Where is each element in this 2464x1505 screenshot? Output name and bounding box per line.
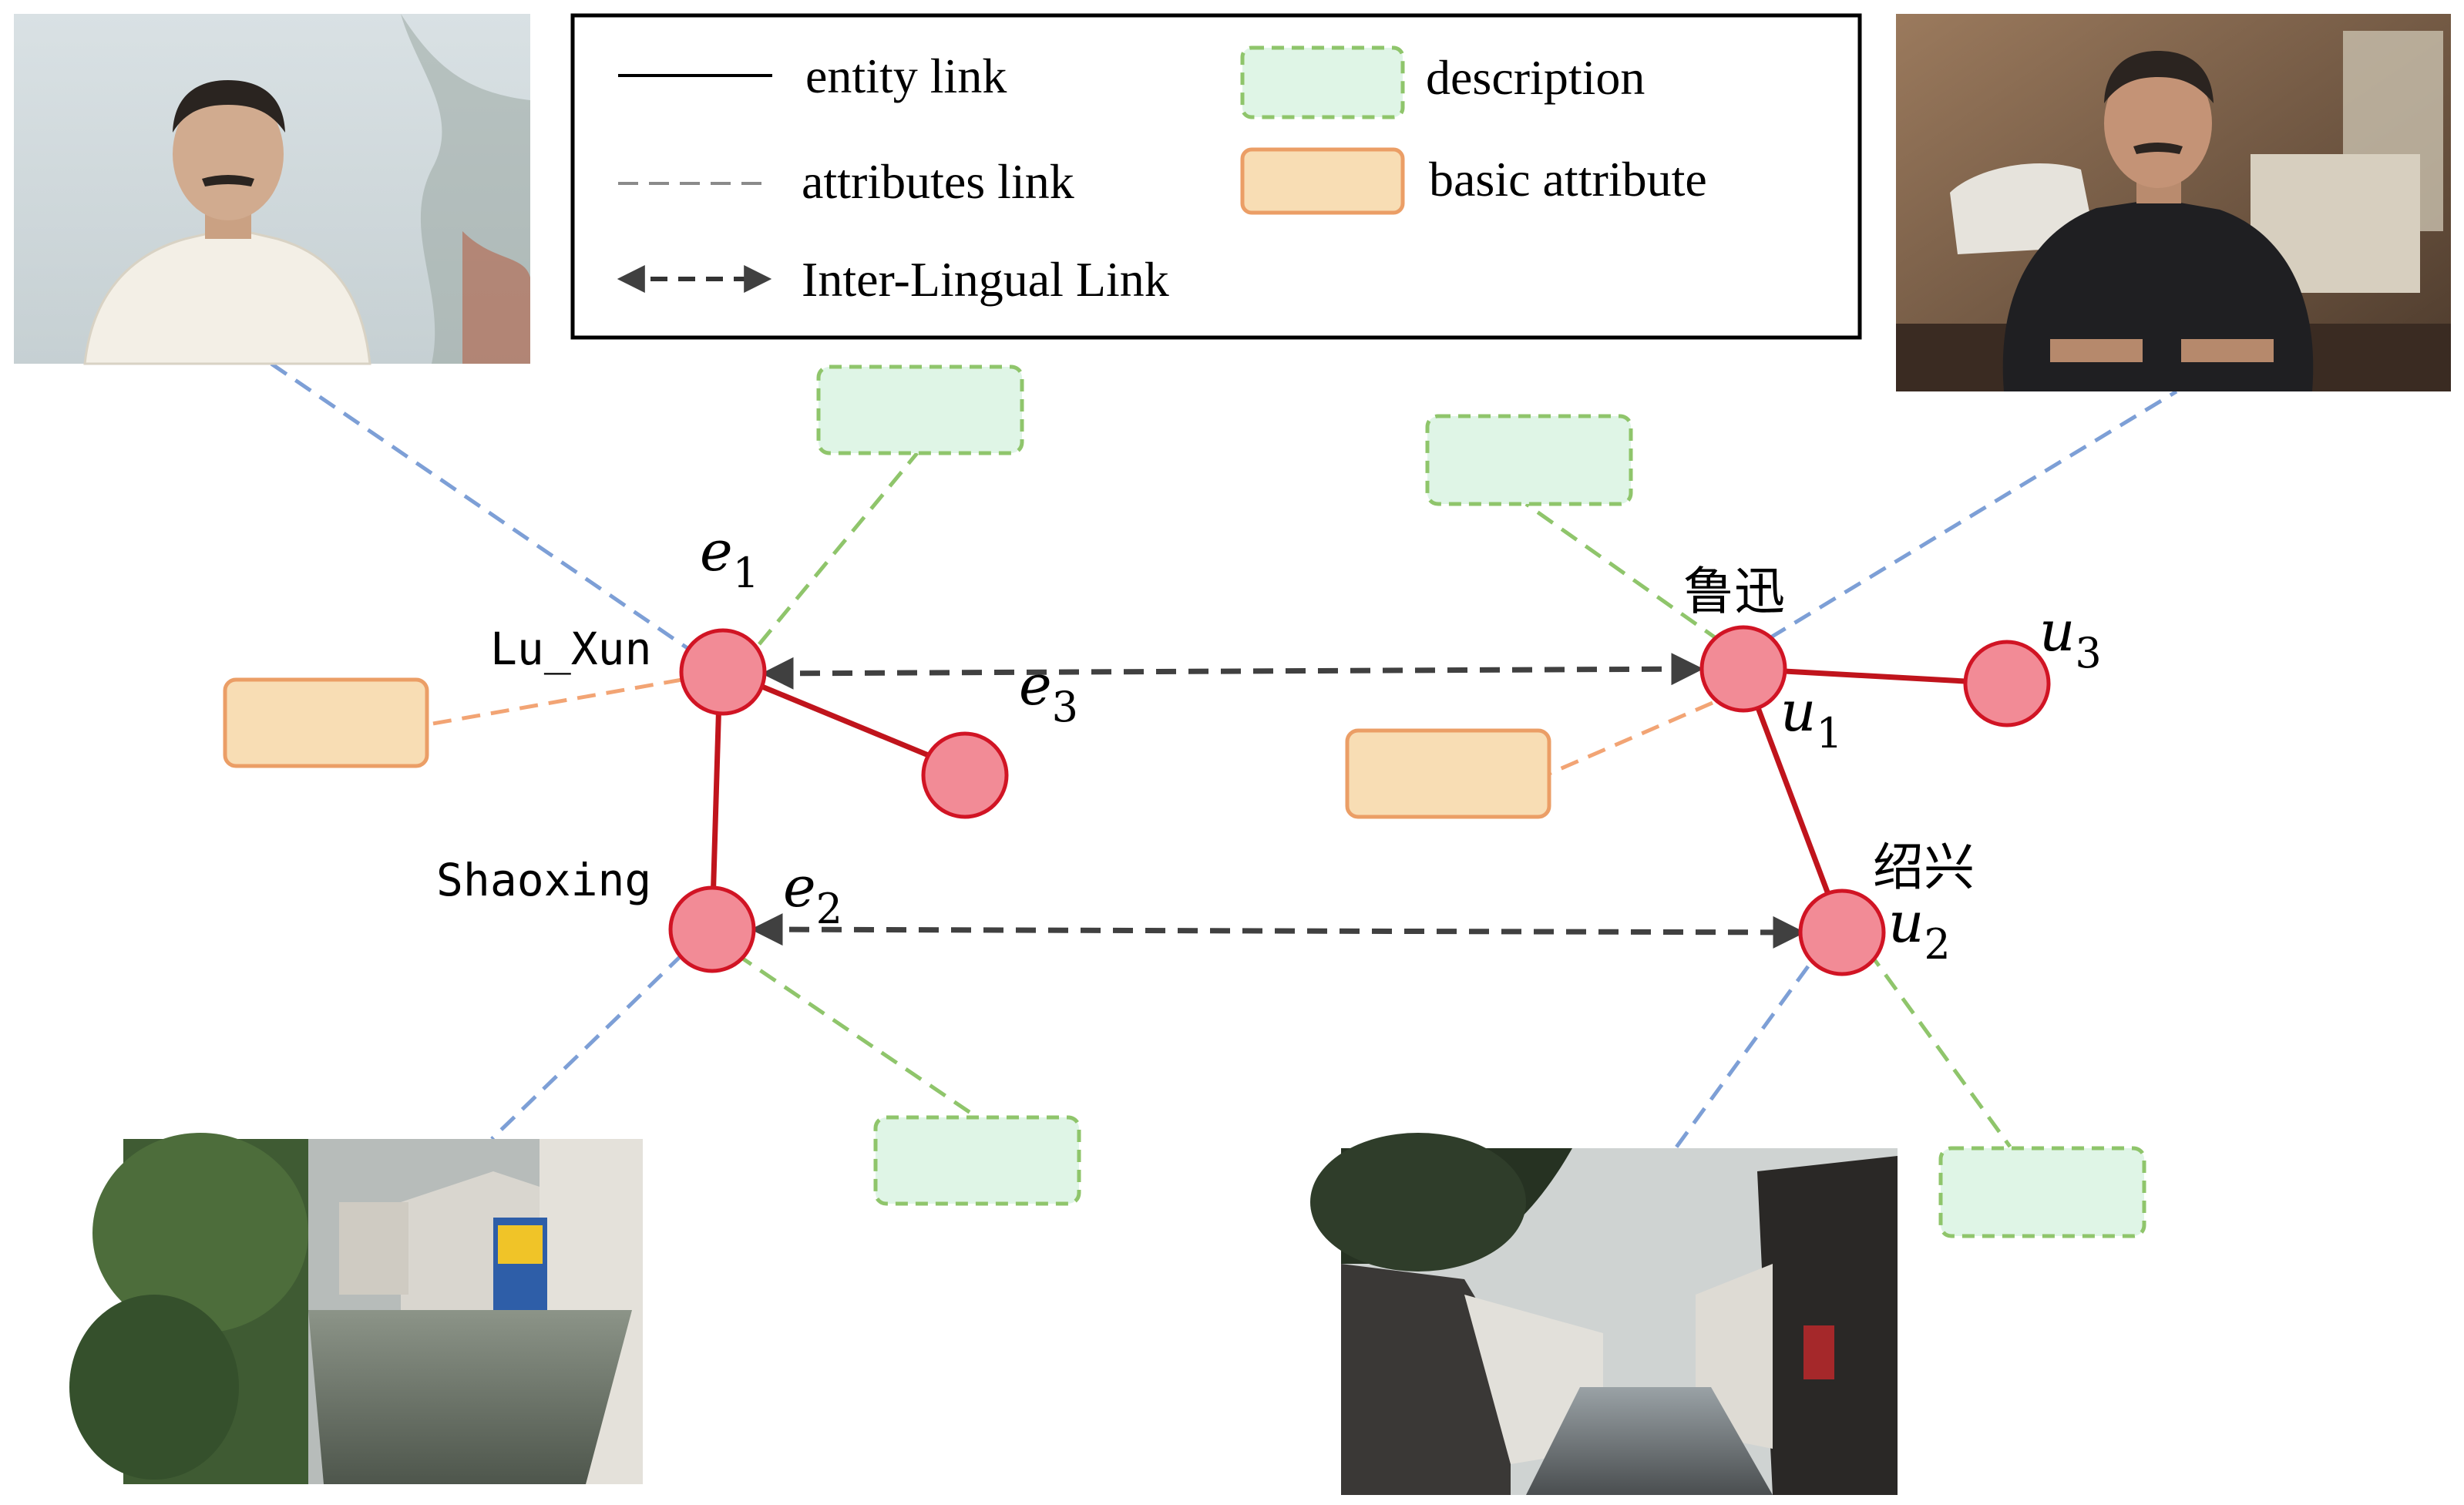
- description-links: [734, 452, 2012, 1148]
- attribute-boxes: [223, 677, 1551, 819]
- description-link-e1: [758, 452, 919, 646]
- legend-description-swatch: [1240, 45, 1405, 119]
- inter-lingual-link-e1-u1: [761, 653, 1704, 690]
- description-box-u1: [1425, 414, 1633, 506]
- image-link-e1: [270, 361, 699, 657]
- legend-basic-attribute-swatch: [1240, 147, 1405, 215]
- entity-link-u1-u2: [1740, 667, 1845, 932]
- attribute-link-u1: [1548, 700, 1713, 776]
- node-e1-symbol: e1: [700, 519, 759, 597]
- node-u1-symbol: u1: [1780, 679, 1843, 758]
- image-link-u2: [1673, 965, 1810, 1150]
- image-links: [270, 361, 2178, 1150]
- attribute-link-e1: [428, 677, 683, 727]
- entity-link-u1-u3: [1743, 666, 2008, 687]
- description-link-u2: [1866, 949, 2012, 1148]
- description-box-u2: [1938, 1146, 2146, 1238]
- inter-lingual-links: [750, 653, 1806, 949]
- node-e1: [679, 628, 767, 716]
- inter-lingual-link-e2-u2: [750, 913, 1806, 949]
- portrait-left-image: [14, 14, 530, 365]
- legend-description-label: description: [1426, 50, 1645, 105]
- node-e3-symbol: e3: [1019, 653, 1078, 731]
- attribute-box-u1: [1345, 728, 1551, 819]
- node-u1-name: 鲁迅: [1683, 562, 1785, 621]
- node-u3: [1963, 640, 2051, 727]
- node-u2-name: 绍兴: [1873, 838, 1975, 897]
- image-link-u1: [1768, 389, 2178, 640]
- description-box-e2: [873, 1115, 1081, 1206]
- legend-frame: [570, 13, 1862, 340]
- node-e2-symbol: e2: [783, 855, 842, 933]
- node-e2: [668, 885, 756, 973]
- entity-nodes: [668, 625, 2051, 976]
- node-u2: [1798, 889, 1886, 976]
- node-u2-symbol: u2: [1888, 890, 1951, 969]
- description-link-e2: [734, 952, 979, 1120]
- legend-attributes-link-label: attributes link: [802, 154, 1074, 209]
- legend-basic-attribute-label: basic attribute: [1429, 152, 1707, 207]
- legend-inter-lingual-link-label: Inter-Lingual Link: [802, 252, 1169, 307]
- attribute-box-e1: [223, 677, 429, 768]
- canal-right-image: [1310, 1133, 1898, 1495]
- legend: entity link attributes link Inter-Lingua…: [570, 13, 1862, 340]
- portrait-right-image: [1896, 14, 2451, 391]
- node-labels: e1 Lu_Xun e2 Shaoxing e3 u1 鲁迅 u2 绍兴 u3: [436, 519, 2102, 969]
- image-link-e2: [490, 952, 684, 1141]
- node-e3: [921, 731, 1009, 819]
- canal-left-image: [69, 1133, 643, 1484]
- legend-entity-link-label: entity link: [805, 49, 1007, 103]
- attribute-links: [428, 677, 1713, 776]
- description-link-u1: [1524, 502, 1722, 643]
- node-u1: [1699, 625, 1787, 713]
- description-boxes: [816, 364, 2146, 1238]
- node-u3-symbol: u3: [2039, 599, 2102, 677]
- description-box-e1: [816, 364, 1024, 455]
- node-e1-name: Lu_Xun: [490, 623, 652, 675]
- node-e2-name: Shaoxing: [436, 854, 651, 906]
